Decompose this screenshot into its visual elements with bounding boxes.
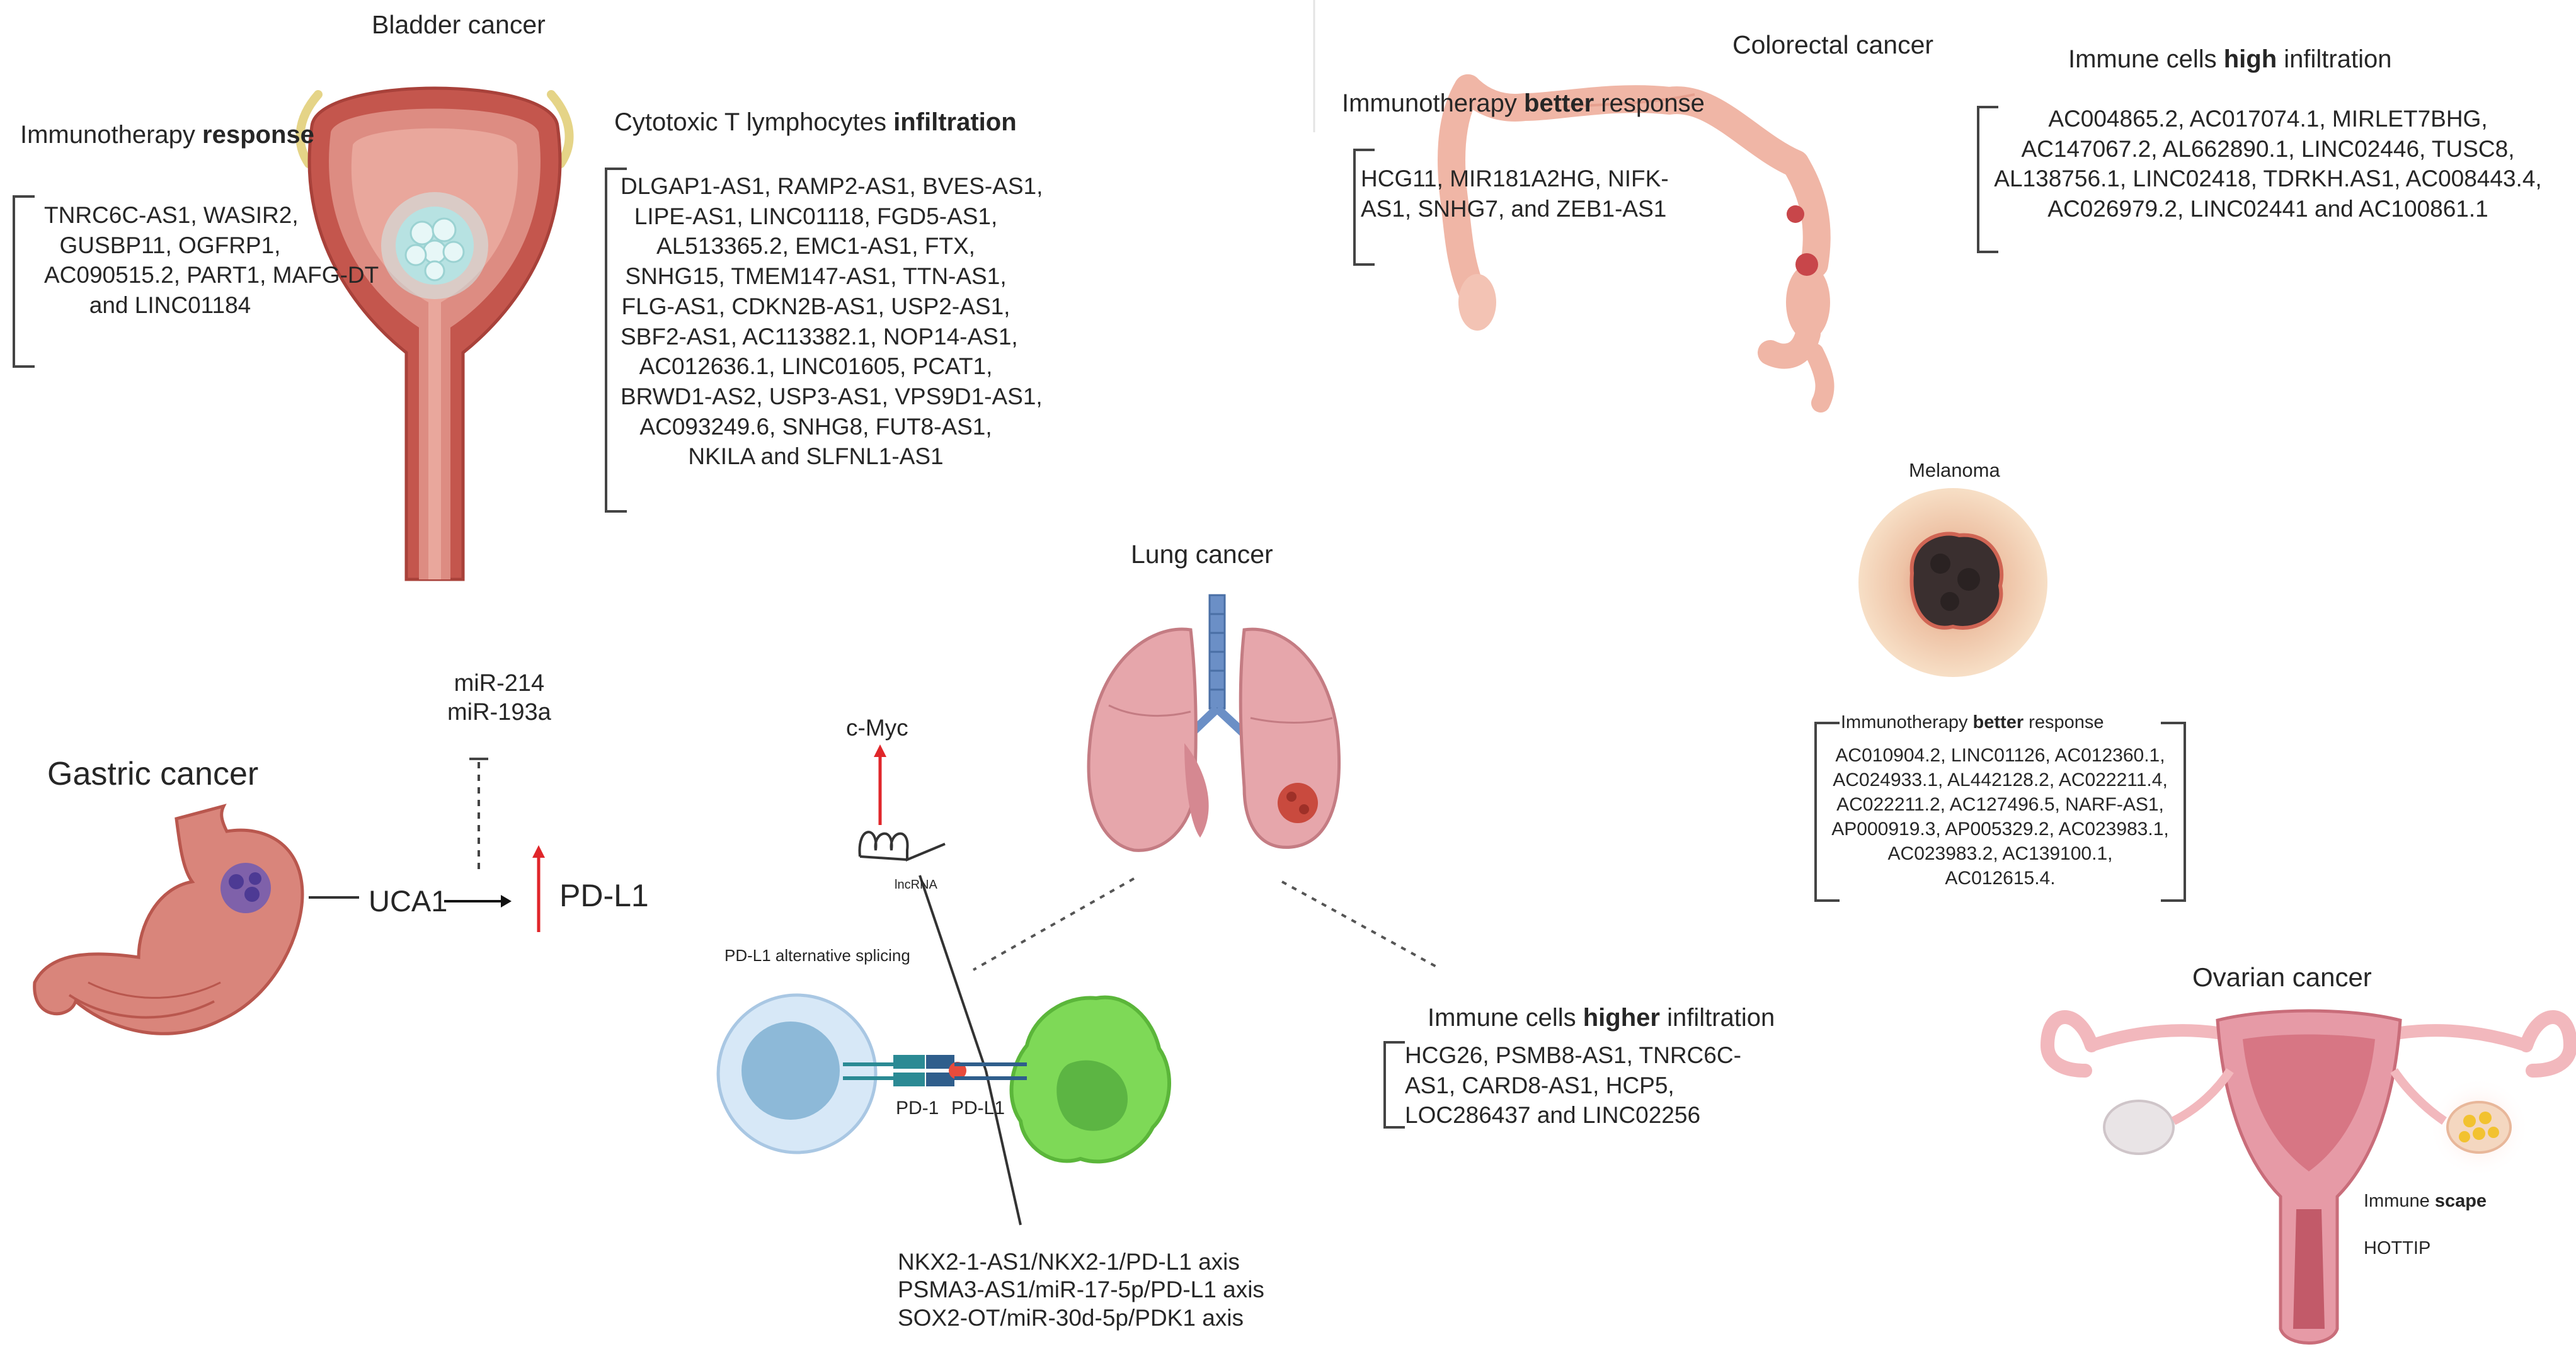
link-line xyxy=(985,1070,1022,1226)
bracket xyxy=(1383,1041,1405,1129)
uterus-illustration xyxy=(2040,1009,2576,1345)
lncrna-icon xyxy=(858,831,946,862)
melanoma-immuno-heading: Immunotherapy better response xyxy=(1841,712,2104,732)
connector-line xyxy=(1281,880,1437,968)
bladder-immuno-list: TNRC6C-AS1, WASIR2,GUSBP11, OGFRP1,AC090… xyxy=(44,202,379,319)
pdl1-label: PD-L1 xyxy=(951,1098,1005,1118)
link-line xyxy=(919,875,987,1071)
melanoma-illustration xyxy=(1858,488,2047,677)
gastric-title: Gastric cancer xyxy=(47,756,259,792)
gastric-lncrna: UCA1 xyxy=(369,884,448,918)
bracket xyxy=(1353,149,1375,266)
colorectal-immune-heading: Immune cells high infiltration xyxy=(2068,45,2392,73)
cmyc-label: c-Myc xyxy=(846,715,908,741)
splicing-label: PD-L1 alternative splicing xyxy=(724,946,910,965)
bladder-title: Bladder cancer xyxy=(372,10,546,39)
checkpoint-complex xyxy=(843,1055,1027,1086)
ovarian-scape-label: Immune scape xyxy=(2364,1191,2487,1211)
lung-immune-heading: Immune cells higher infiltration xyxy=(1428,1004,1775,1032)
melanoma-title: Melanoma xyxy=(1909,459,2000,481)
pd1-label: PD-1 xyxy=(896,1098,939,1118)
bracket xyxy=(1977,106,1998,253)
colorectal-title: Colorectal cancer xyxy=(1732,30,1934,59)
ovarian-title: Ovarian cancer xyxy=(2192,962,2372,992)
lung-title: Lung cancer xyxy=(1131,540,1273,569)
lncrna-label: lncRNA xyxy=(895,878,937,892)
stomach-illustration xyxy=(33,804,304,1035)
bracket xyxy=(13,195,35,368)
lung-immune-list: HCG26, PSMB8-AS1, TNRC6C-AS1, CARD8-AS1,… xyxy=(1405,1042,1741,1129)
bracket xyxy=(1814,722,1840,902)
colorectal-immuno-heading: Immunotherapy better response xyxy=(1342,89,1705,117)
melanoma-immuno-list: AC010904.2, LINC01126, AC012360.1,AC0249… xyxy=(1831,745,2169,889)
lung-illustration xyxy=(1087,594,1341,852)
ovarian-gene: HOTTIP xyxy=(2364,1238,2431,1258)
colorectal-immuno-list: HCG11, MIR181A2HG, NIFK-AS1, SNHG7, and … xyxy=(1361,166,1669,222)
bracket xyxy=(2161,722,2186,902)
tumor-cell xyxy=(1009,995,1171,1164)
colon-illustration xyxy=(1438,74,1835,413)
t-cell xyxy=(716,993,878,1154)
bracket xyxy=(605,168,627,513)
bladder-immuno-heading: Immunotherapy response xyxy=(20,121,314,149)
colorectal-immune-list: AC004865.2, AC017074.1, MIRLET7BHG,AC147… xyxy=(1994,106,2542,222)
bladder-ctl-heading: Cytotoxic T lymphocytes infiltration xyxy=(614,108,1017,136)
gastric-target: PD-L1 xyxy=(559,878,649,913)
bladder-ctl-list: DLGAP1-AS1, RAMP2-AS1, BVES-AS1,LIPE-AS1… xyxy=(621,173,1043,470)
bladder-illustration xyxy=(295,86,574,581)
connector-line xyxy=(973,877,1135,971)
